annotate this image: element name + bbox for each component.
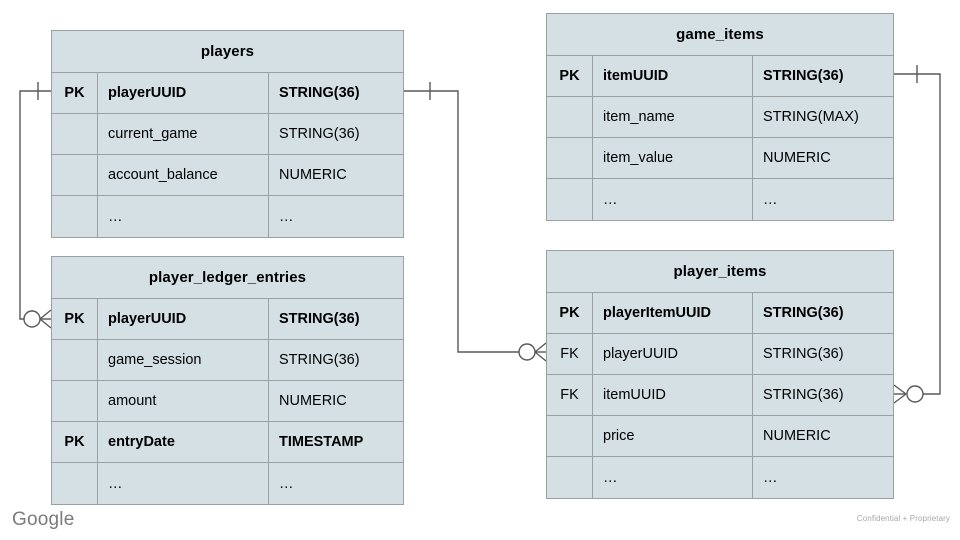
row-key (547, 138, 593, 178)
table-row[interactable]: price NUMERIC (547, 416, 893, 457)
entity-table-player-ledger-entries[interactable]: player_ledger_entries PK playerUUID STRI… (51, 256, 404, 505)
row-column-name: … (98, 196, 269, 237)
row-key: FK (547, 375, 593, 415)
row-column-name: playerUUID (98, 73, 269, 113)
connector-players-to-player-ledger-entries (19, 82, 52, 329)
entity-title-game-items: game_items (547, 14, 893, 56)
entity-title-player-items: player_items (547, 251, 893, 293)
row-key: FK (547, 334, 593, 374)
row-column-type: … (279, 208, 294, 225)
row-column-type: … (279, 475, 294, 492)
row-column-type: STRING(36) (763, 387, 844, 403)
row-column-name: item_name (593, 97, 753, 137)
row-column-name: price (593, 416, 753, 456)
row-key: PK (52, 73, 98, 113)
row-key (547, 416, 593, 456)
row-column-name: itemUUID (593, 375, 753, 415)
row-column-name: account_balance (98, 155, 269, 195)
row-key: PK (547, 56, 593, 96)
table-row[interactable]: … … (52, 196, 403, 237)
row-key (547, 457, 593, 498)
table-row[interactable]: … … (52, 463, 403, 504)
row-key (52, 155, 98, 195)
row-key: PK (52, 422, 98, 462)
row-column-name: item_value (593, 138, 753, 178)
row-column-name: playerUUID (98, 299, 269, 339)
entity-table-game-items[interactable]: game_items PK itemUUID STRING(36) item_n… (546, 13, 894, 221)
connector-players-to-player-items (404, 82, 547, 362)
table-row[interactable]: FK playerUUID STRING(36) (547, 334, 893, 375)
row-column-type: NUMERIC (279, 167, 347, 183)
row-column-type: STRING(36) (763, 346, 844, 362)
row-key (547, 97, 593, 137)
row-key (52, 196, 98, 237)
row-column-type: NUMERIC (763, 150, 831, 166)
table-row[interactable]: … … (547, 179, 893, 220)
row-column-name: … (98, 463, 269, 504)
row-column-type: … (763, 469, 778, 486)
row-key (52, 463, 98, 504)
table-row[interactable]: amount NUMERIC (52, 381, 403, 422)
row-column-type: STRING(36) (763, 68, 844, 84)
confidentiality-note: Confidential + Proprietary (856, 514, 950, 523)
row-key (52, 340, 98, 380)
table-row[interactable]: item_name STRING(MAX) (547, 97, 893, 138)
table-row[interactable]: account_balance NUMERIC (52, 155, 403, 196)
table-row[interactable]: PK itemUUID STRING(36) (547, 56, 893, 97)
row-column-type: STRING(36) (279, 352, 360, 368)
row-column-type: STRING(36) (763, 305, 844, 321)
table-row[interactable]: current_game STRING(36) (52, 114, 403, 155)
row-column-name: playerItemUUID (593, 293, 753, 333)
google-logo: Google (12, 509, 75, 530)
row-column-name: playerUUID (593, 334, 753, 374)
row-column-name: … (593, 179, 753, 220)
entity-table-player-items[interactable]: player_items PK playerItemUUID STRING(36… (546, 250, 894, 499)
row-key (52, 114, 98, 154)
row-column-name: game_session (98, 340, 269, 380)
table-row[interactable]: item_value NUMERIC (547, 138, 893, 179)
table-row[interactable]: PK playerUUID STRING(36) (52, 73, 403, 114)
table-row[interactable]: game_session STRING(36) (52, 340, 403, 381)
entity-title-players: players (52, 31, 403, 73)
row-column-name: amount (98, 381, 269, 421)
row-column-type: STRING(MAX) (763, 109, 859, 125)
row-column-type: NUMERIC (279, 393, 347, 409)
entity-title-player-ledger-entries: player_ledger_entries (52, 257, 403, 299)
entity-table-players[interactable]: players PK playerUUID STRING(36) current… (51, 30, 404, 238)
connector-game-items-to-player-items (893, 65, 941, 404)
row-column-name: itemUUID (593, 56, 753, 96)
row-column-type: STRING(36) (279, 126, 360, 142)
table-row[interactable]: PK playerItemUUID STRING(36) (547, 293, 893, 334)
row-key: PK (547, 293, 593, 333)
table-row[interactable]: FK itemUUID STRING(36) (547, 375, 893, 416)
table-row[interactable]: PK entryDate TIMESTAMP (52, 422, 403, 463)
row-column-name: current_game (98, 114, 269, 154)
row-column-type: STRING(36) (279, 311, 360, 327)
row-key: PK (52, 299, 98, 339)
row-column-type: STRING(36) (279, 85, 360, 101)
row-column-type: … (763, 191, 778, 208)
row-key (547, 179, 593, 220)
row-key (52, 381, 98, 421)
table-row[interactable]: … … (547, 457, 893, 498)
table-row[interactable]: PK playerUUID STRING(36) (52, 299, 403, 340)
row-column-name: … (593, 457, 753, 498)
row-column-name: entryDate (98, 422, 269, 462)
row-column-type: TIMESTAMP (279, 434, 364, 450)
row-column-type: NUMERIC (763, 428, 831, 444)
